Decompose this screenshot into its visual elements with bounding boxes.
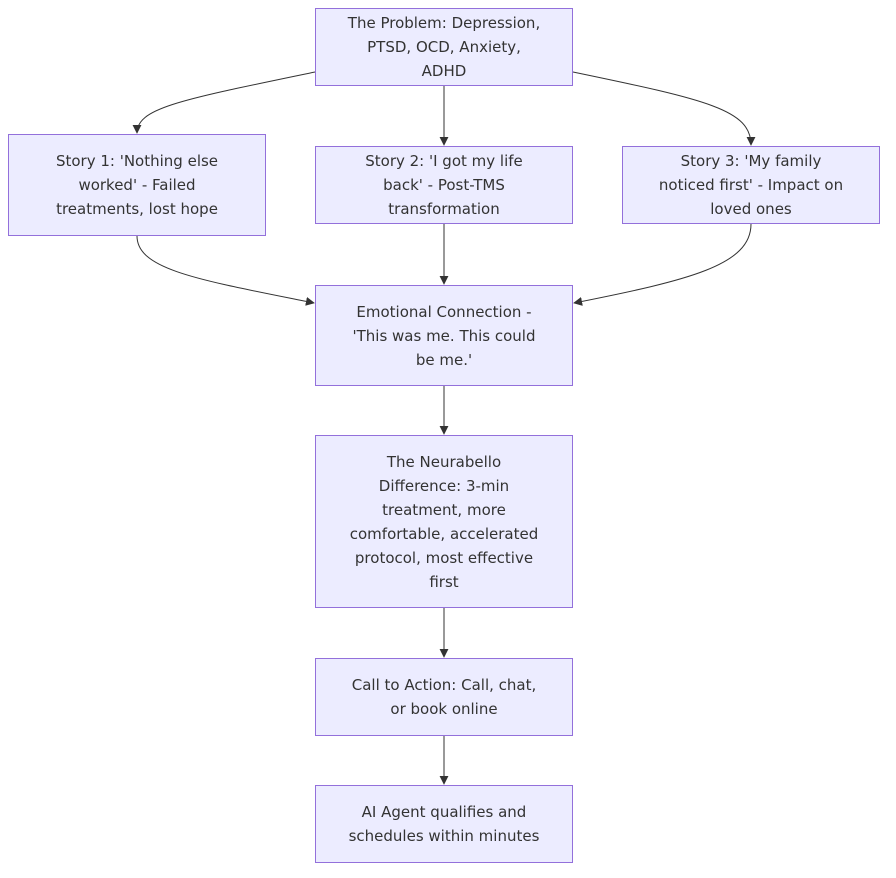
node-neurabello-difference: The Neurabello Difference: 3-min treatme… <box>315 435 573 608</box>
node-story-3: Story 3: 'My family noticed first' - Imp… <box>622 146 880 224</box>
node-emotional-connection: Emotional Connection - 'This was me. Thi… <box>315 285 573 386</box>
node-ai-agent-label: AI Agent qualifies and schedules within … <box>348 803 540 845</box>
node-story-1: Story 1: 'Nothing else worked' - Failed … <box>8 134 266 236</box>
node-story-2-label: Story 2: 'I got my life back' - Post-TMS… <box>365 152 523 218</box>
node-call-to-action-label: Call to Action: Call, chat, or book onli… <box>351 676 537 718</box>
node-neurabello-difference-label: The Neurabello Difference: 3-min treatme… <box>349 452 539 591</box>
edge-story3-emotion <box>573 223 752 306</box>
node-story-1-label: Story 1: 'Nothing else worked' - Failed … <box>55 152 219 218</box>
node-problem-label: The Problem: Depression, PTSD, OCD, Anxi… <box>347 14 541 80</box>
node-story-3-label: Story 3: 'My family noticed first' - Imp… <box>658 152 844 218</box>
edge-story1-emotion <box>136 235 315 306</box>
edge-problem-story3 <box>572 71 756 146</box>
node-emotional-connection-label: Emotional Connection - 'This was me. Thi… <box>352 302 536 369</box>
node-story-2: Story 2: 'I got my life back' - Post-TMS… <box>315 146 573 224</box>
node-problem: The Problem: Depression, PTSD, OCD, Anxi… <box>315 8 573 86</box>
node-call-to-action: Call to Action: Call, chat, or book onli… <box>315 658 573 736</box>
edge-problem-story1 <box>132 71 316 134</box>
node-ai-agent: AI Agent qualifies and schedules within … <box>315 785 573 863</box>
